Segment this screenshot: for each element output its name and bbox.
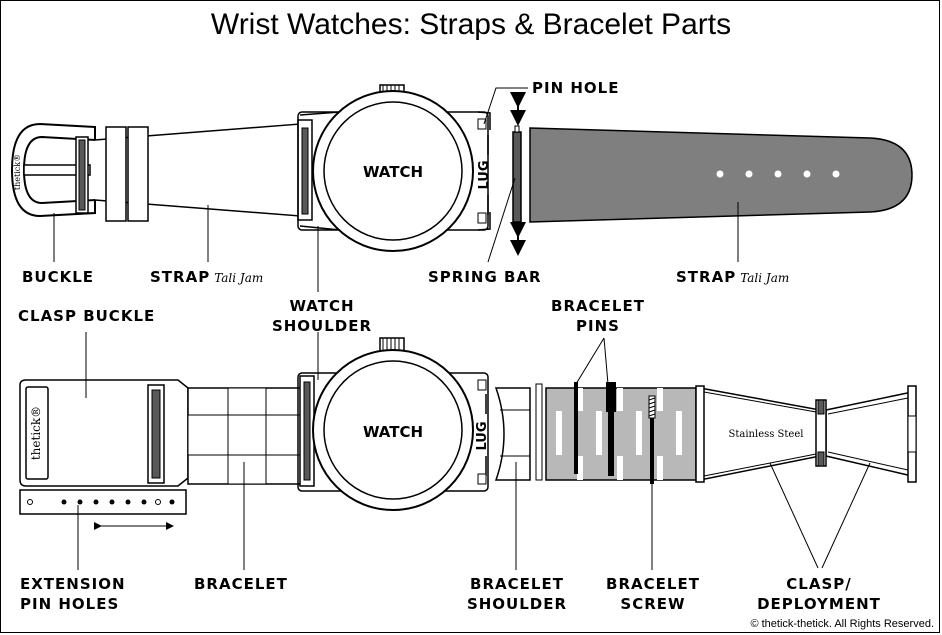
top-watch-label: WATCH bbox=[363, 163, 423, 181]
bottom-watch-illustration: WATCH LUG bbox=[297, 337, 490, 511]
stainless-steel-label: Stainless Steel bbox=[729, 429, 804, 440]
buckle-logo: thetick® bbox=[13, 154, 22, 190]
extension-pin-holes-label: EXTENSION PIN HOLES bbox=[20, 574, 126, 614]
watch-shoulder-line2: SHOULDER bbox=[271, 317, 373, 335]
clasp-deployment-illustration: Stainless Steel bbox=[695, 385, 917, 483]
top-lug-label: LUG bbox=[477, 160, 492, 189]
clasp-line1: CLASP/ bbox=[786, 575, 852, 593]
top-leader-lines bbox=[53, 87, 739, 292]
buckle-illustration: thetick® bbox=[10, 122, 96, 218]
right-strap-illustration bbox=[529, 127, 913, 223]
buckle-label: BUCKLE bbox=[22, 268, 95, 286]
strap-left-text: STRAP bbox=[150, 268, 211, 286]
spring-bar-illustration bbox=[510, 92, 526, 256]
bracelet-pins-line1: BRACELET bbox=[551, 297, 645, 315]
clasp-deployment-label: CLASP/ DEPLOYMENT bbox=[754, 574, 884, 614]
bottom-watch-label: WATCH bbox=[363, 423, 423, 441]
strap-right-text: STRAP bbox=[676, 268, 737, 286]
strap-left-subtext: Tali Jam bbox=[214, 271, 264, 285]
bottom-lug-label: LUG bbox=[475, 421, 490, 450]
left-strap-illustration bbox=[94, 119, 313, 222]
watch-shoulder-line1: WATCH bbox=[289, 297, 355, 315]
top-watch-illustration: WATCH LUG bbox=[297, 84, 492, 252]
bracelet-shoulder-line2: SHOULDER bbox=[466, 595, 568, 613]
clasp-buckle-label: CLASP BUCKLE bbox=[18, 307, 156, 325]
bracelet-screw-line2: SCREW bbox=[620, 595, 686, 613]
right-bracelet-illustration bbox=[545, 382, 697, 484]
pin-hole-label: PIN HOLE bbox=[532, 79, 620, 97]
bracelet-shoulder-line1: BRACELET bbox=[470, 575, 564, 593]
bracelet-shoulder-illustration bbox=[494, 383, 543, 481]
bracelet-shoulder-label: BRACELET SHOULDER bbox=[462, 574, 572, 614]
watch-shoulder-label: WATCH SHOULDER bbox=[262, 296, 382, 336]
clasp-line2: DEPLOYMENT bbox=[757, 595, 881, 613]
clasp-buckle-illustration: thetick® bbox=[19, 379, 189, 530]
bracelet-screw-line1: BRACELET bbox=[606, 575, 700, 593]
bracelet-label: BRACELET bbox=[194, 575, 288, 593]
bracelet-pins-label: BRACELET PINS bbox=[548, 296, 648, 336]
spring-bar-label: SPRING BAR bbox=[428, 268, 542, 286]
bottom-leader-lines bbox=[77, 332, 871, 570]
extension-line2: PIN HOLES bbox=[20, 595, 120, 613]
clasp-logo: thetick® bbox=[29, 406, 43, 460]
copyright-notice: © thetick-thetick. All Rights Reserved. bbox=[750, 618, 934, 630]
diagram-title: Wrist Watches: Straps & Bracelet Parts bbox=[210, 8, 732, 41]
extension-line1: EXTENSION bbox=[20, 575, 126, 593]
bracelet-screw-label: BRACELET SCREW bbox=[600, 574, 706, 614]
left-bracelet-illustration bbox=[187, 375, 315, 487]
strap-right-subtext: Tali Jam bbox=[740, 271, 790, 285]
bracelet-pins-line2: PINS bbox=[576, 317, 620, 335]
